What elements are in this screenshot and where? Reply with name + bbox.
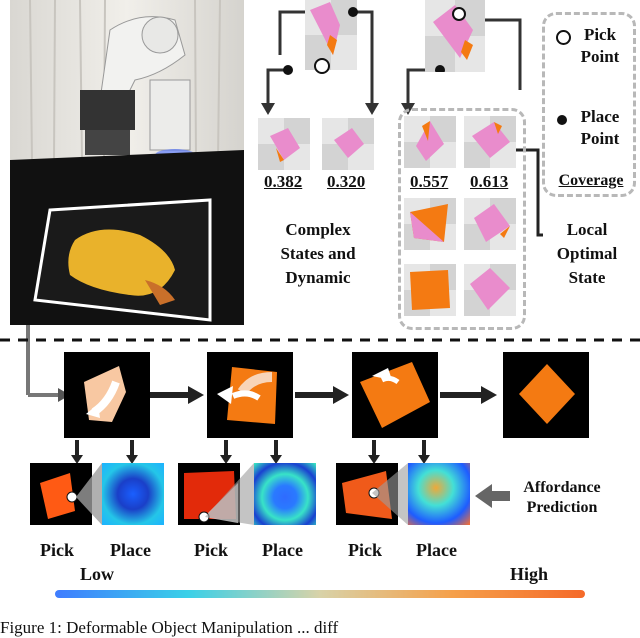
pick-point-marker — [314, 58, 330, 74]
score-left-2: 0.320 — [327, 172, 366, 191]
legend-box — [542, 12, 636, 197]
cloth-state-thumb — [404, 264, 456, 316]
cloth-state-thumb — [258, 118, 310, 170]
colorbar-high: High — [510, 564, 549, 584]
cloth-state-thumb — [404, 116, 456, 168]
pick-point-icon — [556, 30, 571, 45]
place-label-1: Place — [110, 540, 151, 560]
cloth-state-thumb — [464, 116, 516, 168]
colorbar — [55, 590, 585, 598]
caption: Figure 1: Deformable Object Manipulation… — [0, 618, 339, 637]
place-heatmap-1 — [102, 463, 164, 525]
place-label-3: Place — [416, 540, 457, 560]
score-left-1: 0.382 — [264, 172, 303, 191]
robot-photo — [10, 0, 244, 325]
cloth-step-4 — [503, 352, 589, 438]
pick-label-1: Pick — [40, 540, 74, 560]
cloth-state-thumb — [464, 198, 516, 250]
place-point-marker — [348, 7, 358, 17]
cloth-state-large-2 — [425, 0, 485, 75]
pick-label-2: Pick — [194, 540, 228, 560]
place-point-marker — [283, 65, 293, 75]
pick-label-3: Pick — [348, 540, 382, 560]
place-heatmap-2 — [254, 463, 316, 525]
cloth-step-1 — [64, 352, 150, 438]
local-optimal-group — [398, 108, 526, 330]
place-heatmap-3 — [408, 463, 470, 525]
place-point-icon — [557, 115, 567, 125]
cloth-step-2 — [207, 352, 293, 438]
score-right-2: 0.613 — [470, 172, 509, 191]
cloth-step-3 — [352, 352, 438, 438]
cloth-state-thumb — [322, 118, 374, 170]
place-label-2: Place — [262, 540, 303, 560]
colorbar-low: Low — [80, 564, 115, 584]
cloth-state-thumb — [464, 264, 516, 316]
cloth-state-thumb — [404, 198, 456, 250]
score-right-1: 0.557 — [410, 172, 449, 191]
legend-coverage: Coverage — [558, 172, 624, 189]
